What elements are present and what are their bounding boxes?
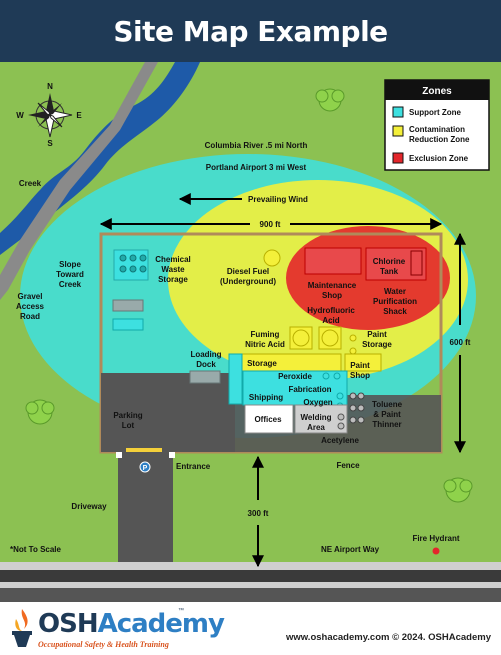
acetylene-cylinders: [337, 413, 345, 430]
logo-trademark: ™: [178, 608, 184, 614]
width-label: 900 ft: [260, 220, 281, 229]
compass-rose-icon: [28, 93, 73, 138]
height-label: 600 ft: [450, 338, 471, 347]
loading-truck: [189, 370, 221, 384]
shipping-fabrication-building: [242, 370, 348, 406]
header-bar: Site Map Example: [0, 0, 501, 62]
street-curb-lower: [0, 588, 501, 602]
legend-swatch-contamination: [392, 125, 404, 137]
diesel-label: Diesel Fuel(Underground): [220, 267, 276, 286]
tree-icon: [443, 477, 473, 503]
driveway-label: Driveway: [71, 502, 107, 511]
legend-swatch-exclusion: [392, 152, 404, 164]
gate-post-left: [116, 452, 122, 458]
logo-torch-icon: [12, 609, 32, 647]
parking-sign-letter: P: [143, 465, 148, 472]
shipping-label: Shipping: [249, 393, 283, 402]
gate-post-right: [169, 452, 175, 458]
street-label: NE Airport Way: [321, 545, 380, 554]
diesel-fuel-tank: [263, 249, 281, 267]
offices-building: [244, 404, 294, 434]
tree-icon: [315, 88, 345, 112]
loading-dock: [228, 353, 243, 405]
oxygen-label: Oxygen: [303, 398, 332, 407]
oshacademy-logo: OSHAcademy: [38, 609, 225, 639]
peroxide-label: Peroxide: [278, 372, 312, 381]
paint-storage-drums: [349, 334, 357, 355]
legend-title: Zones: [422, 86, 452, 97]
chemical-drums: [119, 254, 147, 273]
legend-label-exclusion: Exclusion Zone: [409, 154, 469, 163]
fire-hydrant-label: Fire Hydrant: [412, 534, 459, 543]
street: [0, 570, 501, 582]
creek-label: Creek: [19, 179, 42, 188]
compass-w: W: [16, 111, 24, 120]
toluene-drums: [349, 392, 365, 424]
gravel-road: [0, 62, 158, 300]
compass-n: N: [47, 82, 53, 91]
entrance-gate: [126, 448, 162, 452]
site-map: P N S E W: [0, 62, 501, 602]
entrance-label: Entrance: [176, 462, 211, 471]
parking-lot: [101, 373, 235, 452]
storage-label: Storage: [247, 359, 277, 368]
peroxide-drums: [322, 372, 341, 380]
chlorine-tank: [410, 250, 423, 276]
truck-1: [112, 299, 144, 312]
setback-label: 300 ft: [248, 509, 269, 518]
truck-2: [112, 318, 144, 331]
street-sidewalk: [0, 562, 501, 570]
offices-label: Offices: [254, 415, 282, 424]
not-to-scale-note: *Not To Scale: [10, 545, 62, 554]
airport-note: Portland Airport 3 mi West: [206, 163, 307, 172]
legend-swatch-support: [392, 106, 404, 118]
page-title: Site Map Example: [113, 14, 388, 48]
tree-icon: [25, 399, 55, 425]
street-sidewalk-lower: [0, 582, 501, 588]
footer-url: www.oshacademy.com © 2024. OSHAcademy: [285, 632, 491, 643]
wind-label: Prevailing Wind: [248, 195, 308, 204]
fire-hydrant-icon: [432, 547, 440, 555]
logo-tagline: Occupational Safety & Health Training: [38, 640, 169, 649]
legend-label-support: Support Zone: [409, 108, 462, 117]
compass-s: S: [47, 139, 53, 148]
chemical-waste-storage-building: [113, 249, 149, 281]
hydrofluoric-acid-drum: [321, 329, 339, 347]
footer: [0, 602, 501, 655]
fabrication-label: Fabrication: [288, 385, 331, 394]
paint-shop-building: [344, 353, 382, 372]
compass-e: E: [76, 111, 82, 120]
maintenance-shop-building: [304, 247, 362, 275]
logo-text-a: OSH: [38, 609, 99, 639]
parking-sign: [139, 461, 151, 473]
fuming-nitric-acid-drum: [292, 329, 310, 347]
acetylene-label: Acetylene: [321, 436, 359, 445]
logo-text-b: Academy: [97, 609, 225, 639]
fence-label: Fence: [336, 461, 360, 470]
river-note: Columbia River .5 mi North: [205, 141, 308, 150]
